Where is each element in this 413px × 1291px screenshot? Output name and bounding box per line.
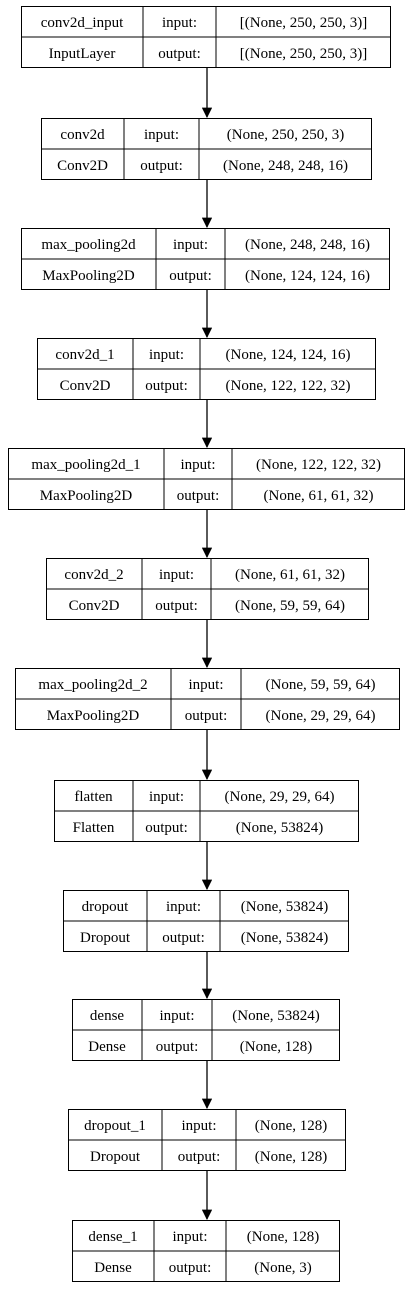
output-shape: (None, 122, 122, 32) bbox=[226, 378, 351, 394]
output-label: output: bbox=[185, 708, 228, 724]
input-shape: (None, 29, 29, 64) bbox=[225, 789, 335, 805]
output-shape: (None, 53824) bbox=[236, 820, 323, 836]
input-label: input: bbox=[181, 1118, 216, 1134]
layer-name: dense_1 bbox=[88, 1229, 137, 1245]
layer-name: max_pooling2d_1 bbox=[31, 457, 140, 473]
input-label: input: bbox=[149, 789, 184, 805]
layer-type: MaxPooling2D bbox=[42, 268, 135, 284]
output-shape: (None, 59, 59, 64) bbox=[235, 598, 345, 614]
output-label: output: bbox=[155, 598, 198, 614]
layer-type: Conv2D bbox=[69, 598, 120, 614]
input-label: input: bbox=[144, 127, 179, 143]
output-label: output: bbox=[140, 158, 183, 174]
input-label: input: bbox=[162, 15, 197, 31]
layer-name: conv2d bbox=[60, 127, 105, 143]
input-shape: (None, 59, 59, 64) bbox=[266, 677, 376, 693]
layer-type: MaxPooling2D bbox=[47, 708, 140, 724]
output-shape: [(None, 250, 250, 3)] bbox=[240, 46, 367, 62]
input-label: input: bbox=[172, 1229, 207, 1245]
layer-type: Dropout bbox=[80, 930, 131, 946]
output-label: output: bbox=[156, 1039, 199, 1055]
output-shape: (None, 128) bbox=[255, 1149, 327, 1165]
input-shape: (None, 61, 61, 32) bbox=[235, 567, 345, 583]
layer-name: conv2d_2 bbox=[64, 567, 123, 583]
output-label: output: bbox=[162, 930, 205, 946]
input-label: input: bbox=[166, 899, 201, 915]
layer-type: Dense bbox=[94, 1260, 132, 1276]
input-shape: (None, 248, 248, 16) bbox=[245, 237, 370, 253]
input-label: input: bbox=[159, 567, 194, 583]
input-label: input: bbox=[188, 677, 223, 693]
output-shape: (None, 128) bbox=[240, 1039, 312, 1055]
output-label: output: bbox=[177, 488, 220, 504]
input-shape: (None, 53824) bbox=[232, 1008, 319, 1024]
layer-type: InputLayer bbox=[49, 46, 116, 62]
input-label: input: bbox=[180, 457, 215, 473]
output-label: output: bbox=[145, 820, 188, 836]
input-label: input: bbox=[173, 237, 208, 253]
input-shape: (None, 250, 250, 3) bbox=[227, 127, 344, 143]
output-shape: (None, 53824) bbox=[241, 930, 328, 946]
layer-type: MaxPooling2D bbox=[40, 488, 133, 504]
output-label: output: bbox=[169, 268, 212, 284]
layer-name: conv2d_1 bbox=[55, 347, 114, 363]
input-label: input: bbox=[159, 1008, 194, 1024]
output-shape: (None, 3) bbox=[254, 1260, 311, 1276]
layer-name: dropout bbox=[82, 899, 129, 915]
input-shape: (None, 122, 122, 32) bbox=[256, 457, 381, 473]
layer-type: Conv2D bbox=[57, 158, 108, 174]
layer-name: max_pooling2d bbox=[41, 237, 136, 253]
layer-type: Flatten bbox=[73, 820, 115, 836]
input-shape: (None, 124, 124, 16) bbox=[226, 347, 351, 363]
output-label: output: bbox=[158, 46, 201, 62]
layer-type: Conv2D bbox=[60, 378, 111, 394]
input-shape: [(None, 250, 250, 3)] bbox=[240, 15, 367, 31]
input-label: input: bbox=[149, 347, 184, 363]
output-shape: (None, 248, 248, 16) bbox=[223, 158, 348, 174]
input-shape: (None, 53824) bbox=[241, 899, 328, 915]
input-shape: (None, 128) bbox=[247, 1229, 319, 1245]
input-shape: (None, 128) bbox=[255, 1118, 327, 1134]
layer-name: flatten bbox=[74, 789, 113, 805]
output-label: output: bbox=[169, 1260, 212, 1276]
layer-type: Dense bbox=[88, 1039, 126, 1055]
layer-type: Dropout bbox=[90, 1149, 141, 1165]
output-shape: (None, 124, 124, 16) bbox=[245, 268, 370, 284]
layer-name: conv2d_input bbox=[41, 15, 124, 31]
layer-name: dense bbox=[90, 1008, 124, 1024]
layer-name: max_pooling2d_2 bbox=[38, 677, 147, 693]
output-shape: (None, 61, 61, 32) bbox=[264, 488, 374, 504]
layer-name: dropout_1 bbox=[84, 1118, 146, 1134]
output-label: output: bbox=[145, 378, 188, 394]
output-label: output: bbox=[178, 1149, 221, 1165]
output-shape: (None, 29, 29, 64) bbox=[266, 708, 376, 724]
